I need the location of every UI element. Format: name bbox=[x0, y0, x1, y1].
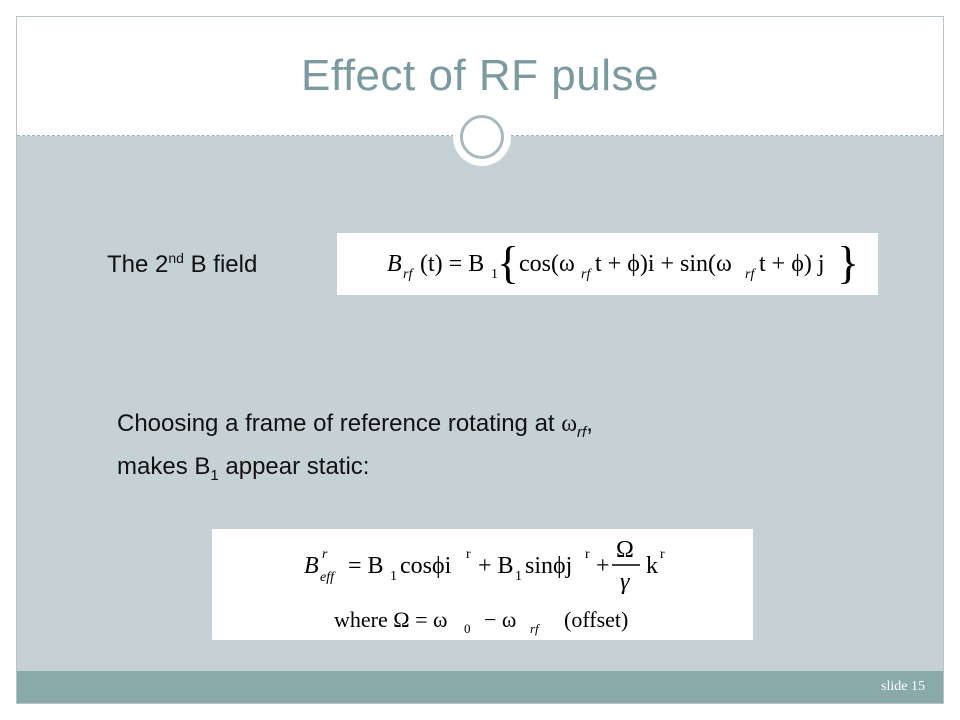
rotating-frame-line1: Choosing a frame of reference rotating a… bbox=[117, 407, 593, 450]
label-prefix: The 2 bbox=[107, 251, 169, 278]
eq2-minus: − ω bbox=[484, 607, 516, 632]
eq1-brace-open: { bbox=[497, 237, 519, 288]
eq2-offset: (offset) bbox=[564, 607, 628, 632]
second-b-field-label: The 2nd B field bbox=[107, 250, 257, 279]
eq2-wrf-sub: rf bbox=[530, 621, 541, 636]
eq1-b1-sub: 1 bbox=[491, 267, 498, 282]
eq1-part2: t + ϕ)i + sin(ω bbox=[595, 251, 732, 277]
line1-suffix: , bbox=[586, 410, 593, 437]
line2-suffix: appear static: bbox=[218, 452, 370, 480]
footer-bar: slide 15 bbox=[17, 671, 943, 703]
circle-ornament-icon bbox=[453, 108, 511, 166]
eq1-b: B bbox=[387, 251, 402, 277]
eq2-frac-num: Ω bbox=[616, 537, 634, 563]
eq1-w-sub1: rf bbox=[581, 267, 592, 282]
slide-title: Effect of RF pulse bbox=[301, 51, 659, 100]
eq1-b-sub: rf bbox=[403, 267, 414, 282]
eq2-part1: = B bbox=[348, 553, 384, 579]
omega-subscript: rf bbox=[577, 423, 587, 441]
eq2-sup-r3: r bbox=[660, 547, 665, 562]
eq2-k: k bbox=[646, 553, 658, 579]
line2-prefix: makes B bbox=[117, 452, 211, 480]
label-superscript: nd bbox=[168, 250, 184, 266]
eq1-w-sub2: rf bbox=[745, 267, 756, 282]
eq2-where: where Ω = ω bbox=[334, 607, 447, 632]
eq2-sub1: 1 bbox=[390, 569, 397, 584]
omega-symbol: ω bbox=[561, 411, 578, 437]
eq2-part2: cosϕi bbox=[400, 553, 452, 579]
eq1-part1: cos(ω bbox=[519, 251, 575, 277]
slide-frame: Effect of RF pulse The 2nd B field B rf … bbox=[16, 16, 944, 704]
effective-field-equation: B r eff = B 1 cosϕi r + B 1 sinϕj r + Ω … bbox=[212, 529, 753, 640]
eq2-part3: + B bbox=[478, 553, 514, 579]
eq2-frac-den: γ bbox=[620, 569, 630, 595]
label-suffix: B field bbox=[183, 251, 258, 278]
eq2-plus: + bbox=[596, 553, 610, 579]
eq2-part4: sinϕj bbox=[525, 553, 572, 579]
eq2-sub2: 1 bbox=[515, 569, 522, 584]
rotating-frame-line2: makes B1 appear static: bbox=[117, 450, 593, 493]
slide-number: slide 15 bbox=[881, 679, 925, 694]
eq1-lhs: (t) = B bbox=[420, 251, 484, 277]
rf-field-equation-svg: B rf (t) = B 1 { cos(ω rf t + ϕ)i + sin(… bbox=[387, 237, 859, 288]
rotating-frame-text: Choosing a frame of reference rotating a… bbox=[117, 407, 593, 493]
eq1-brace-close: } bbox=[837, 237, 859, 288]
eq2-b: B bbox=[304, 553, 319, 579]
eq2-sup-r1: r bbox=[466, 547, 471, 562]
line1-prefix: Choosing a frame of reference rotating a… bbox=[117, 410, 562, 437]
effective-field-equation-svg: B r eff = B 1 cosϕi r + B 1 sinϕj r + Ω … bbox=[304, 537, 665, 636]
eq2-sup-r2: r bbox=[585, 547, 590, 562]
circle-ornament-inner bbox=[460, 115, 504, 159]
eq2-b-sup: r bbox=[322, 547, 328, 562]
eq2-b-sub: eff bbox=[320, 570, 336, 585]
eq1-part3: t + ϕ) j bbox=[759, 251, 825, 277]
rf-field-equation: B rf (t) = B 1 { cos(ω rf t + ϕ)i + sin(… bbox=[337, 233, 878, 295]
b1-subscript: 1 bbox=[210, 466, 219, 484]
eq2-w0-sub: 0 bbox=[464, 621, 471, 636]
